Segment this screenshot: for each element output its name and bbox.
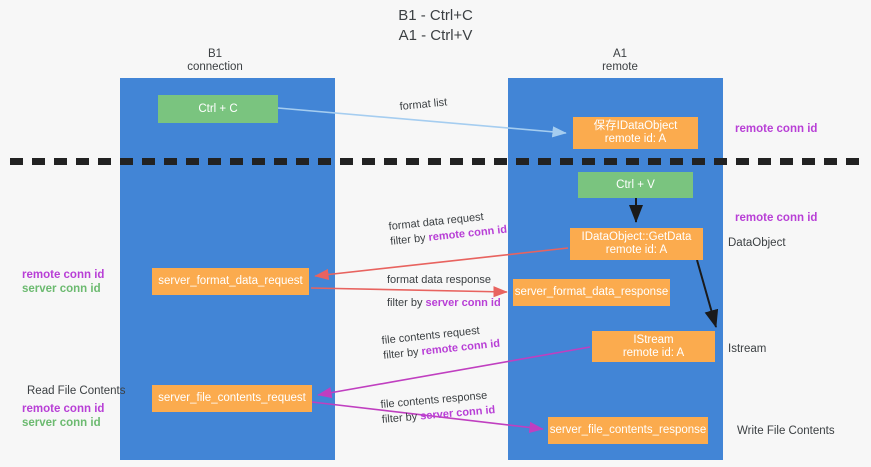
label-istream: Istream	[728, 343, 767, 355]
edge-label-format-data-response: format data response filter by server co…	[387, 273, 501, 311]
edge-label-format-list: format list	[399, 96, 448, 113]
edge-label-line-1: format data response	[387, 274, 491, 286]
filter-prefix: filter by	[382, 345, 423, 362]
edge-label-file-contents-response: file contents response filter by server …	[380, 388, 496, 428]
box-ctrl-c[interactable]: Ctrl + C	[158, 95, 278, 123]
filter-prefix: filter by	[381, 410, 421, 426]
label-dataobject: DataObject	[728, 237, 786, 249]
label-server-conn-id-1: server conn id	[22, 283, 101, 295]
filter-prefix: filter by	[387, 297, 426, 309]
box-istream[interactable]: IStream remote id: A	[592, 331, 715, 362]
label-remote-conn-id-1: remote conn id	[22, 269, 105, 281]
column-header-b1: B1 connection	[187, 48, 243, 73]
label-conn-id-group-1: remote conn id server conn id	[22, 268, 104, 296]
filter-key: server conn id	[425, 297, 501, 309]
label-server-conn-id-2: server conn id	[22, 417, 101, 429]
label-remote-conn-id-mid: remote conn id	[735, 212, 818, 224]
box-server-file-contents-request[interactable]: server_file_contents_request	[152, 385, 312, 412]
label-remote-conn-id-top: remote conn id	[735, 123, 818, 135]
box-ctrl-v[interactable]: Ctrl + V	[578, 172, 693, 198]
page-title: B1 - Ctrl+C A1 - Ctrl+V	[398, 7, 473, 44]
edge-label-file-contents-request: file contents request filter by remote c…	[381, 322, 501, 364]
label-read-file-contents: Read File Contents	[27, 385, 126, 397]
box-idataobject-getdata[interactable]: IDataObject::GetData remote id: A	[570, 228, 703, 260]
box-save-idataobject[interactable]: 保存IDataObject remote id: A	[573, 117, 698, 149]
section-divider	[10, 158, 862, 165]
filter-prefix: filter by	[389, 231, 430, 248]
edge-label-format-data-request: format data request filter by remote con…	[388, 208, 508, 250]
label-remote-conn-id-2: remote conn id	[22, 403, 105, 415]
column-header-a1: A1 remote	[602, 48, 638, 73]
label-write-file-contents: Write File Contents	[737, 425, 835, 437]
edge-label-line-2: filter by server conn id	[387, 296, 501, 311]
label-conn-id-group-2: remote conn id server conn id	[22, 402, 104, 430]
box-server-format-data-request[interactable]: server_format_data_request	[152, 268, 309, 295]
box-server-format-data-response[interactable]: server_format_data_response	[513, 279, 670, 306]
box-server-file-contents-response[interactable]: server_file_contents_response	[548, 417, 708, 444]
